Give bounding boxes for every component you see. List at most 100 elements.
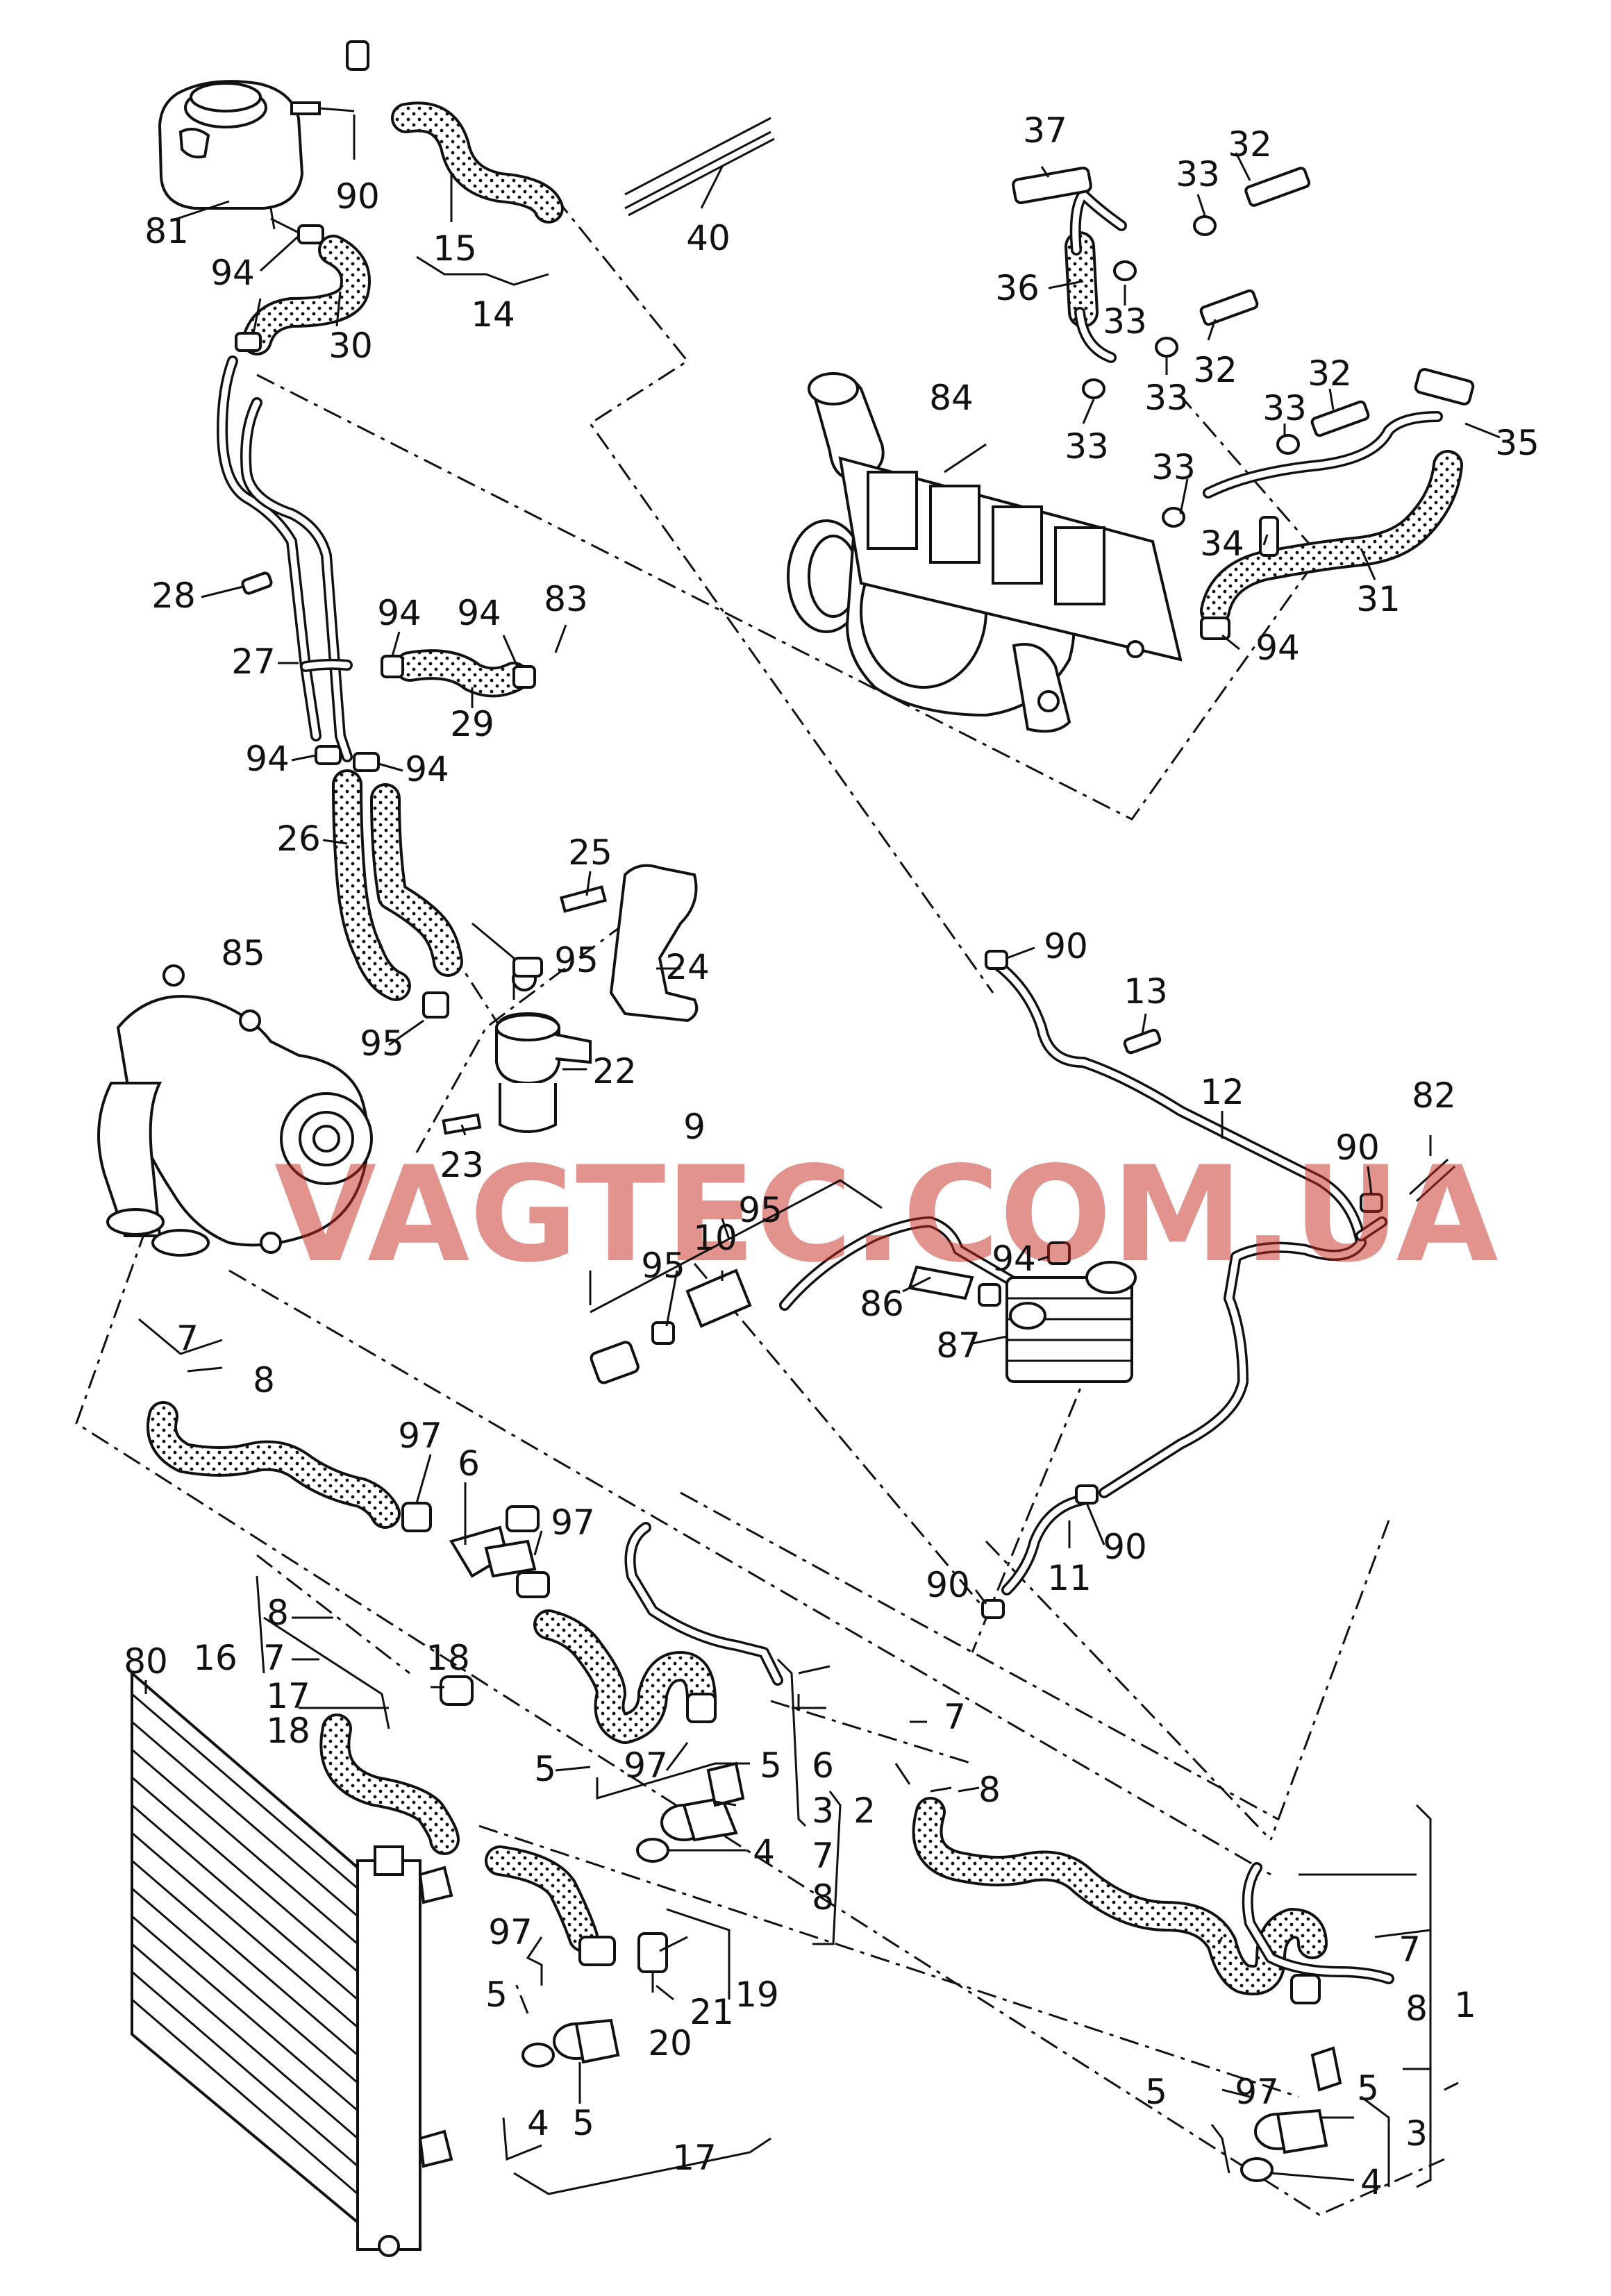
small-parts	[235, 40, 1475, 2182]
callout-label: 23	[440, 1145, 484, 1185]
callout-label: 26	[276, 819, 321, 859]
callout-label: 5	[572, 2103, 594, 2143]
callout-label: 33	[1065, 426, 1109, 467]
callout-label: 5	[1145, 2072, 1167, 2112]
callout-label: 90	[1103, 1527, 1147, 1567]
callout-label: 35	[1495, 423, 1539, 463]
callout-label: 6	[458, 1443, 480, 1484]
callout-label: 18	[426, 1638, 470, 1678]
callout-label: 34	[1200, 523, 1244, 564]
callout-label: 90	[335, 176, 380, 217]
callout-label: 97	[551, 1502, 595, 1543]
callout-label: 24	[665, 947, 710, 987]
callout-label: 10	[693, 1218, 737, 1258]
callout-label: 82	[1412, 1075, 1456, 1116]
callout-label: 86	[860, 1284, 904, 1324]
callout-label: 4	[1360, 2162, 1383, 2202]
callout-label: 7	[1399, 1929, 1421, 1970]
callout-label: 97	[624, 1745, 668, 1786]
oil-cooler	[1005, 1261, 1137, 1383]
callout-label: 32	[1193, 350, 1237, 390]
callout-label: 25	[568, 832, 612, 873]
callout-label: 33	[1144, 378, 1189, 418]
callout-label: 95	[738, 1190, 783, 1230]
callout-label: 22	[592, 1051, 637, 1091]
callout-label: 15	[433, 228, 477, 269]
callout-label: 21	[690, 1992, 734, 2032]
callout-label: 95	[554, 940, 599, 980]
callout-label: 6	[812, 1745, 834, 1786]
callout-label: 3	[812, 1791, 834, 1831]
callout-label: 7	[176, 1318, 199, 1359]
callout-label: 83	[544, 579, 588, 619]
radiator	[131, 1670, 453, 2257]
callout-label: 7	[263, 1638, 285, 1678]
callout-label: 8	[1405, 1988, 1428, 2029]
callout-label: 81	[144, 211, 189, 251]
callout-label: 40	[686, 218, 731, 258]
coolant-hoses	[147, 101, 1463, 1995]
callout-label: 2	[853, 1791, 876, 1831]
callout-label: 33	[1103, 301, 1147, 342]
callout-label: 18	[266, 1711, 310, 1751]
callout-label: 85	[221, 933, 265, 973]
callout-label: 11	[1047, 1558, 1092, 1598]
metal-pipes	[217, 189, 1456, 1984]
callout-label: 5	[485, 1975, 508, 2015]
callout-label: 36	[995, 268, 1040, 308]
callout-label: 7	[812, 1836, 834, 1876]
callout-label: 30	[328, 326, 373, 366]
callout-label: 90	[1044, 926, 1088, 966]
callout-label: 94	[457, 593, 501, 633]
callout-label: 20	[648, 2023, 692, 2063]
callout-label: 1	[1454, 1985, 1476, 2025]
callout-label: 5	[1357, 2068, 1379, 2109]
callout-label: 5	[534, 1749, 556, 1789]
callout-label: 87	[936, 1325, 980, 1366]
callout-label: 19	[735, 1975, 779, 2015]
callout-label: 12	[1200, 1072, 1244, 1112]
callout-label: 80	[124, 1641, 168, 1682]
watermark: VAGTEC.COM.UA	[274, 1138, 1499, 1291]
callout-label: 37	[1023, 110, 1067, 151]
callout-label: 90	[926, 1565, 970, 1605]
callout-labels: 81 90 15 14 40 94 30 37 32 33 36 33 33 3…	[124, 110, 1539, 2202]
callout-label: 33	[1151, 447, 1196, 487]
callout-label: 17	[266, 1676, 310, 1716]
aux-pump-bracket	[442, 864, 699, 1135]
callout-label: 33	[1176, 154, 1220, 194]
callout-label: 5	[760, 1745, 782, 1786]
callout-label: 33	[1262, 388, 1307, 428]
callout-label: 17	[672, 2138, 717, 2178]
callout-label: 8	[978, 1770, 1001, 1810]
callout-label: 27	[231, 642, 276, 682]
callout-label: 8	[253, 1360, 275, 1400]
callout-label: 90	[1335, 1128, 1380, 1168]
callout-label: 95	[360, 1023, 404, 1064]
turbocharger	[787, 372, 1183, 733]
callout-label: 94	[1255, 628, 1300, 668]
expansion-tank	[158, 80, 355, 237]
callout-label: 9	[683, 1107, 706, 1147]
callout-label: 8	[812, 1877, 834, 1918]
callout-label: 31	[1356, 579, 1401, 619]
callout-label: 13	[1124, 971, 1168, 1012]
callout-label: 95	[641, 1246, 685, 1286]
callout-label: 97	[488, 1912, 533, 1952]
callout-label: 84	[929, 378, 974, 418]
water-pump	[97, 964, 373, 1257]
callout-label: 97	[1235, 2072, 1279, 2112]
callout-label: 4	[527, 2103, 549, 2143]
callout-label: 3	[1405, 2113, 1428, 2154]
callout-label: 16	[193, 1638, 237, 1678]
callout-label: 14	[471, 294, 515, 335]
callout-label: 7	[944, 1697, 966, 1737]
callout-label: 94	[245, 739, 290, 779]
callout-label: 8	[267, 1593, 289, 1633]
callout-label: 94	[210, 253, 255, 293]
callout-label: 28	[151, 576, 196, 616]
callout-label: 94	[377, 593, 421, 633]
leader-lines	[138, 115, 1501, 2195]
callout-label: 97	[398, 1416, 442, 1456]
